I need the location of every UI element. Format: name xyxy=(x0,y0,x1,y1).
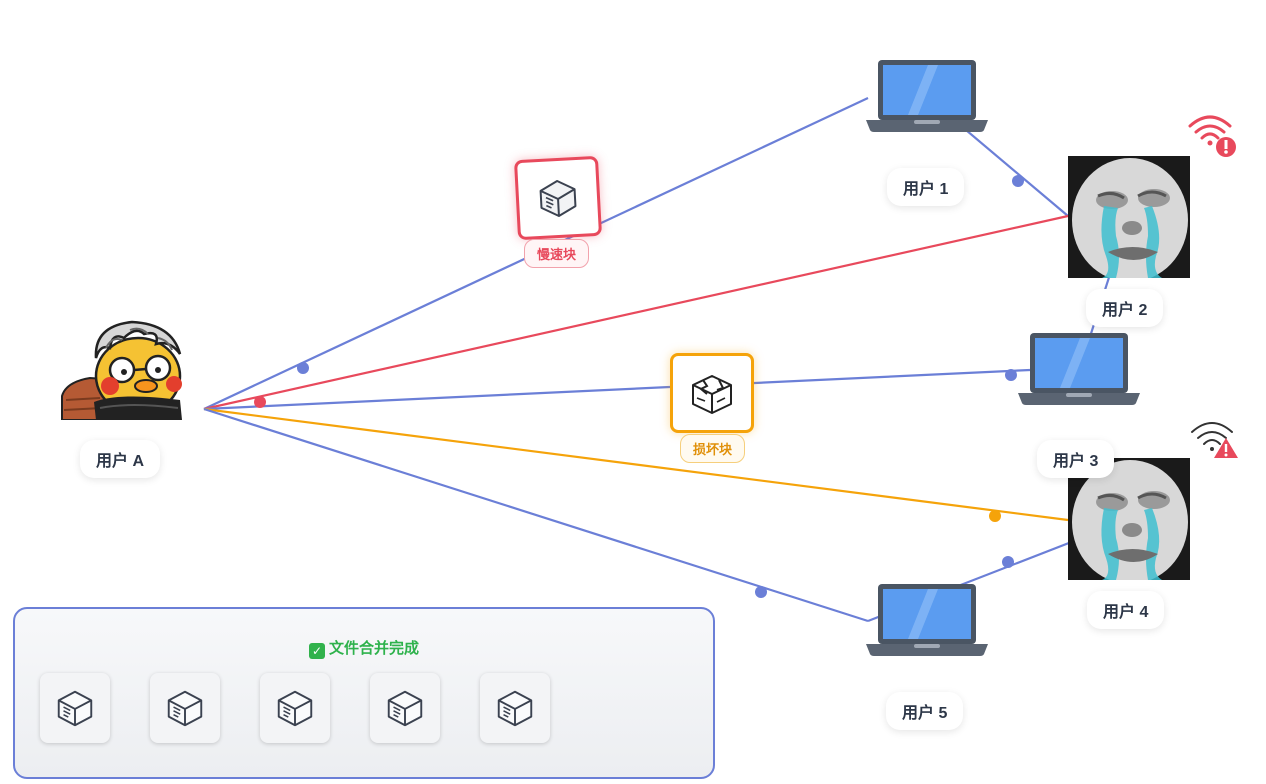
packet-dot xyxy=(1012,175,1024,187)
slow-chunk-card[interactable] xyxy=(513,155,603,241)
merged-chunk-tile[interactable] xyxy=(480,673,550,743)
merged-chunk-tile[interactable] xyxy=(260,673,330,743)
user2-crying-face-icon[interactable] xyxy=(1068,156,1190,278)
check-icon: ✓ xyxy=(308,643,325,659)
packet-dot xyxy=(1002,556,1014,568)
packet-dot xyxy=(989,510,1001,522)
merged-chunk-tile[interactable] xyxy=(370,673,440,743)
merged-chunk-tile[interactable] xyxy=(150,673,220,743)
user-a-avatar[interactable] xyxy=(60,318,184,420)
user-a-label: 用户 A xyxy=(80,440,161,478)
broken-chunk-card[interactable] xyxy=(670,353,754,433)
packet-dot xyxy=(755,586,767,598)
wifi-warning-icon xyxy=(1191,422,1238,458)
user1-laptop-icon[interactable] xyxy=(866,58,988,132)
packet-dot xyxy=(1005,369,1017,381)
file-chunk-icon xyxy=(57,690,93,727)
user5-label: 用户 5 xyxy=(886,692,964,730)
link-a-user4-broken xyxy=(203,407,1069,522)
user4-crying-face-icon[interactable] xyxy=(1068,458,1190,580)
link-a-user2-slow xyxy=(203,214,1069,411)
wifi-error-icon xyxy=(1188,115,1236,157)
merge-title-text: 文件合并完成 xyxy=(328,640,419,657)
slow-chunk-label: 慢速块 xyxy=(524,239,590,268)
file-chunk-icon xyxy=(539,180,577,217)
user3-label: 用户 3 xyxy=(1037,440,1115,478)
link-a-user3 xyxy=(203,368,1031,411)
packet-dot xyxy=(297,362,309,374)
user5-laptop-icon[interactable] xyxy=(866,582,988,656)
user4-label: 用户 4 xyxy=(1087,591,1165,629)
user3-laptop-icon[interactable] xyxy=(1018,331,1140,405)
merge-complete-panel: ✓文件合并完成 xyxy=(13,607,715,779)
broken-chunk-label: 损坏块 xyxy=(680,434,746,463)
file-chunk-icon xyxy=(277,690,313,727)
link-a-user5 xyxy=(203,407,869,623)
merged-chunk-tile[interactable] xyxy=(40,673,110,743)
merge-title: ✓文件合并完成 xyxy=(15,637,713,659)
user1-label: 用户 1 xyxy=(887,168,965,206)
broken-chunk-icon xyxy=(692,375,732,414)
packet-dot xyxy=(254,396,266,408)
file-chunk-icon xyxy=(387,690,423,727)
file-chunk-icon xyxy=(497,690,533,727)
user2-label: 用户 2 xyxy=(1086,289,1164,327)
file-chunk-icon xyxy=(167,690,203,727)
